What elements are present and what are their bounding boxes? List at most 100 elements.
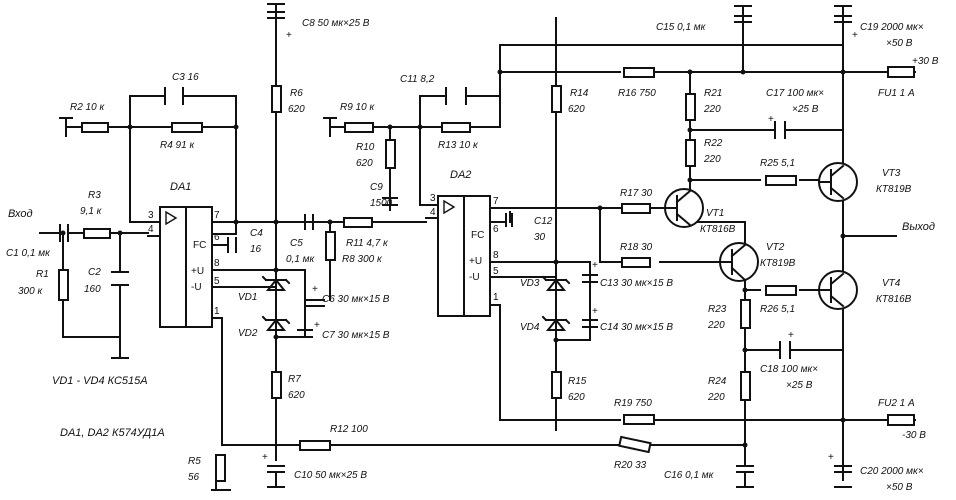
c2-label: C2 <box>88 267 101 278</box>
r3-value: 9,1 к <box>80 206 103 217</box>
r7-label: R7 <box>288 374 301 385</box>
r9-label: R9 10 к <box>340 102 375 113</box>
da2-un: -U <box>469 272 480 283</box>
plus-sign-c14: + <box>592 306 598 317</box>
resistor-r16 <box>623 67 655 78</box>
da2-fc: FC <box>471 230 484 241</box>
da2-pin8: 8 <box>493 250 499 261</box>
plus-sign-c7: + <box>314 320 320 331</box>
c18-label-1: C18 100 мк× <box>760 364 818 375</box>
resistor-r19 <box>623 414 655 425</box>
minus30-label: -30 В <box>902 430 926 441</box>
r17-label: R17 30 <box>620 188 653 199</box>
capacitor-c9 <box>382 197 398 206</box>
c1-label: C1 0,1 мк <box>6 248 51 259</box>
capacitor-c11 <box>445 87 467 105</box>
resistor-r20 <box>618 435 652 454</box>
diode-vd1 <box>261 275 291 291</box>
c12-label: C12 <box>534 216 553 227</box>
r6-value: 620 <box>288 104 305 115</box>
capacitor-c2 <box>111 271 129 286</box>
resistor-r21 <box>685 93 696 121</box>
capacitor-c6 <box>315 299 325 307</box>
r10-value: 620 <box>356 158 373 169</box>
da1-un: -U <box>191 282 202 293</box>
c9-label: C9 <box>370 182 383 193</box>
vd1-label: VD1 <box>238 292 257 303</box>
c8-label: C8 50 мк×25 В <box>302 18 370 29</box>
plus-sign-c8: + <box>286 30 292 41</box>
resistor-r7 <box>271 371 282 399</box>
vd2-label: VD2 <box>238 328 258 339</box>
c6-label: C6 30 мк×15 В <box>322 294 390 305</box>
resistor-r5 <box>215 454 226 482</box>
capacitor-c4 <box>227 237 237 253</box>
fuse-fu2 <box>887 414 915 426</box>
resistor-r4 <box>171 122 203 133</box>
resistor-r17 <box>621 203 651 214</box>
da2-pin3: 3 <box>430 193 436 204</box>
vt2-label: VT2 <box>766 242 785 253</box>
r11-label: R11 4,7 к <box>346 238 389 249</box>
ground-symbols <box>59 3 852 491</box>
resistor-r10 <box>385 139 396 169</box>
r1-value: 300 к <box>18 286 43 297</box>
vt2-type: КТ819В <box>760 258 796 269</box>
c19-label-1: C19 2000 мк× <box>860 22 924 33</box>
pin-labels: 3 4 7 6 FC 8 5 +U -U 1 3 4 7 6 FC 8 5 +U… <box>148 30 858 463</box>
transistor-vt1 <box>664 188 704 228</box>
resistor-r6 <box>271 85 282 113</box>
diode-vd4 <box>541 315 571 331</box>
r10-label: R10 <box>356 142 375 153</box>
c5-label: C5 <box>290 238 303 249</box>
capacitor-c3 <box>164 87 184 105</box>
plus30-label: +30 В <box>912 56 939 67</box>
diode-vd2 <box>261 315 291 331</box>
r23-value: 220 <box>707 320 725 331</box>
c18-label-2: ×25 В <box>786 380 813 391</box>
plus-sign-c17: + <box>768 114 774 125</box>
capacitor-c18 <box>779 341 791 359</box>
c4-label: C4 <box>250 228 263 239</box>
r21-label: R21 <box>704 88 722 99</box>
da1-label: DA1 <box>170 181 191 193</box>
r3-label: R3 <box>88 190 101 201</box>
c3-label: C3 16 <box>172 72 199 83</box>
da1-pin6: 6 <box>214 232 220 243</box>
diode-vd3 <box>541 275 571 291</box>
da2-pin4: 4 <box>430 207 436 218</box>
da1-pin7: 7 <box>214 210 220 221</box>
r14-label: R14 <box>570 88 589 99</box>
resistor-r1 <box>58 269 69 301</box>
resistor-r8 <box>325 231 336 261</box>
resistor-r11 <box>343 217 373 228</box>
r24-value: 220 <box>707 392 725 403</box>
legend-opamps: DA1, DA2 К574УД1А <box>60 427 165 439</box>
r7-value: 620 <box>288 390 305 401</box>
r15-label: R15 <box>568 376 587 387</box>
r6-label: R6 <box>290 88 303 99</box>
capacitor-c17 <box>774 121 786 139</box>
zener-diodes <box>261 275 571 331</box>
r24-label: R24 <box>708 376 727 387</box>
plus-sign-c6: + <box>312 284 318 295</box>
da1-up: +U <box>191 266 204 277</box>
opamp-da2 <box>425 195 491 317</box>
da2-label: DA2 <box>450 169 471 181</box>
resistor-r22 <box>685 139 696 167</box>
resistor-r9 <box>344 122 374 133</box>
c7-label: C7 30 мк×15 В <box>322 330 390 341</box>
r18-label: R18 30 <box>620 242 653 253</box>
vd4-label: VD4 <box>520 322 540 333</box>
transistor-vt4 <box>818 270 858 310</box>
resistor-r23 <box>740 299 751 329</box>
capacitor-c5 <box>304 214 314 230</box>
r26-label: R26 5,1 <box>760 304 795 315</box>
resistor-r3 <box>83 228 111 239</box>
vt4-label: VT4 <box>882 278 901 289</box>
junction-dots <box>60 69 846 448</box>
da2-pin7: 7 <box>493 196 499 207</box>
c20-label-1: C20 2000 мк× <box>860 466 924 477</box>
c17-label-2: ×25 В <box>792 104 819 115</box>
da1-fc: FC <box>193 240 206 251</box>
